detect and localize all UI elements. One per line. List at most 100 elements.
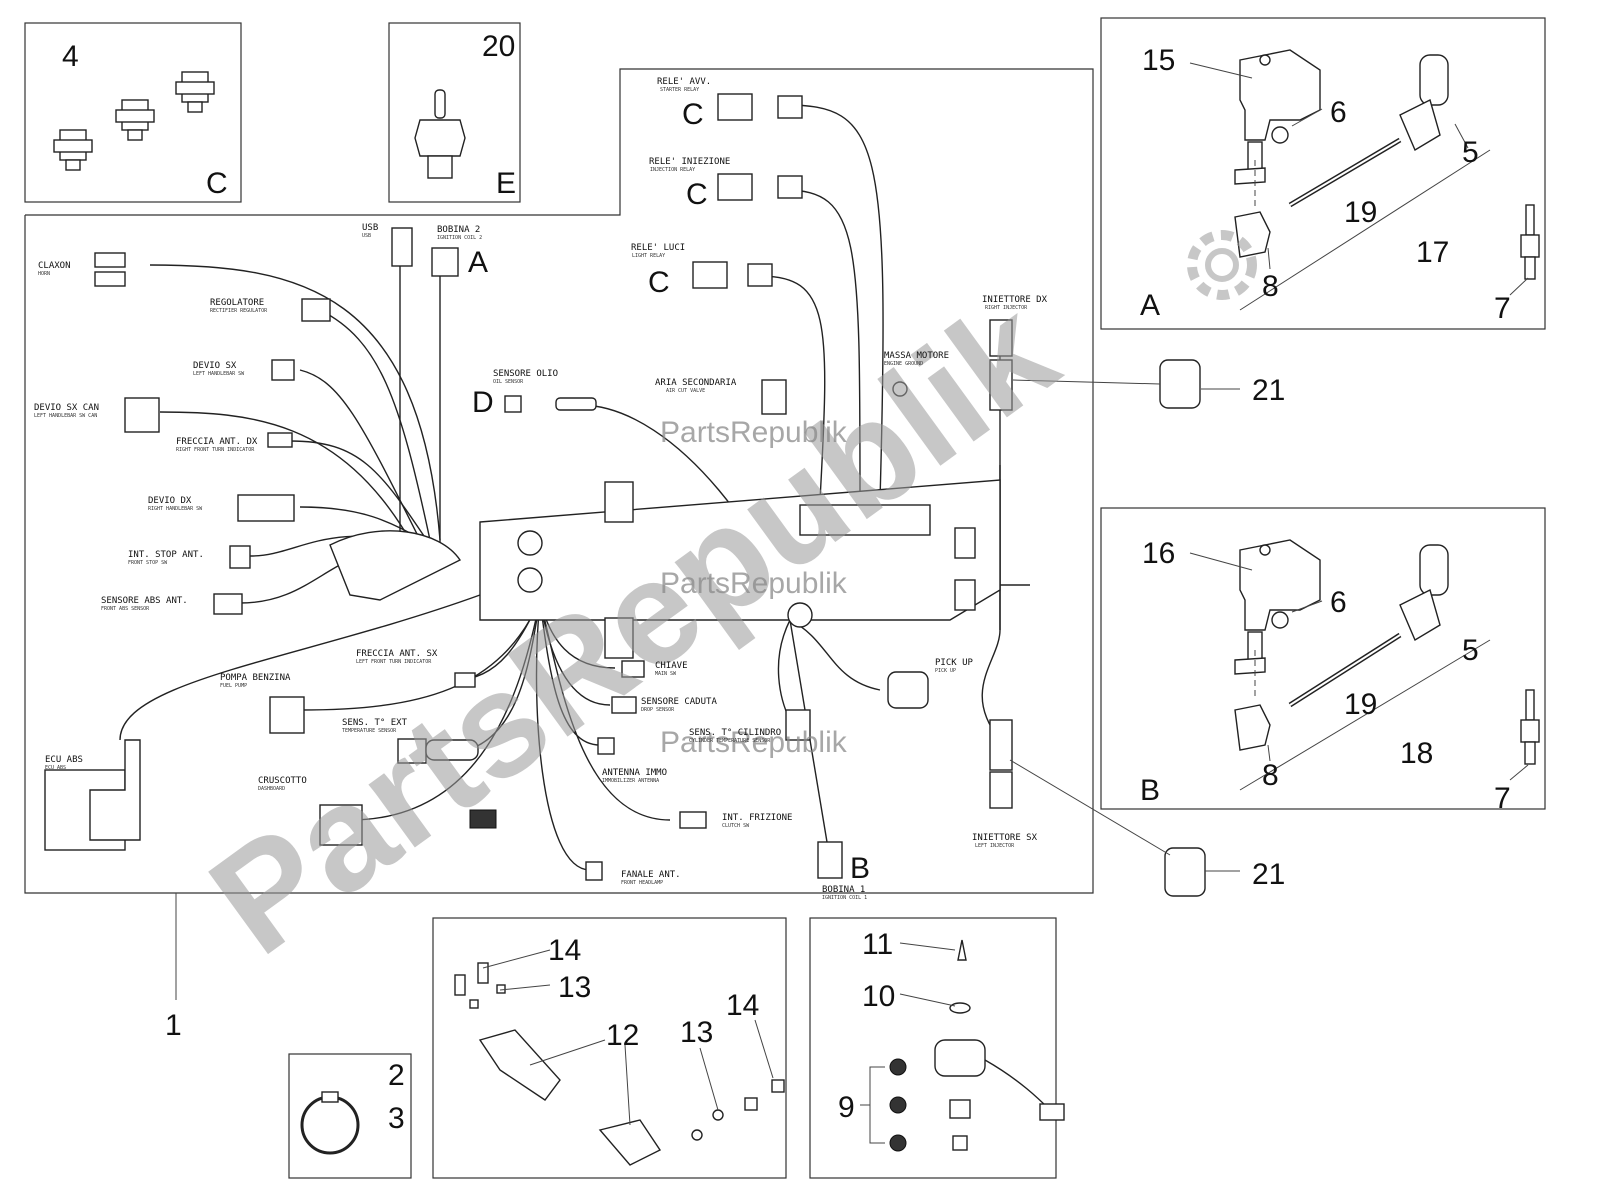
right-injector-boot — [989, 359, 1013, 411]
label-devio-sx-en: LEFT HANDLEBAR SW — [193, 371, 245, 377]
label-ecu-abs-en: ECU ABS — [45, 765, 66, 771]
box-horn-mount — [809, 917, 1057, 1179]
callout-4: 4 — [62, 40, 79, 73]
ignition-coil-b-group — [1234, 539, 1540, 791]
frame-boxes — [24, 17, 1546, 1179]
callout-16: 16 — [1142, 537, 1175, 570]
ignition-coil-1-connector — [817, 841, 843, 879]
air-cut-valve-connector — [761, 379, 787, 415]
dashboard-connector — [319, 804, 363, 846]
engine-ground-lug — [892, 381, 908, 397]
label-int-frizione-en: CLUTCH SW — [722, 823, 750, 829]
spark-plug-cap-part — [1399, 544, 1449, 642]
callout-20: 20 — [482, 30, 515, 63]
letter-box-b: B — [1140, 774, 1160, 807]
label-bobina2: BOBINA 2 — [437, 225, 480, 235]
callout-9: 9 — [838, 1091, 855, 1124]
left-handlebar-sw-can-connector — [124, 397, 160, 433]
label-freccia-ant-sx-en: LEFT FRONT TURN INDICATOR — [356, 659, 432, 665]
watermark-small: PartsRepublik — [660, 567, 848, 600]
label-aria-secondaria-en: AIR CUT VALVE — [666, 388, 705, 394]
callout-7a: 7 — [1494, 292, 1511, 325]
callout-14a: 14 — [548, 934, 581, 967]
callout-19a: 19 — [1344, 196, 1377, 229]
gear-icon — [1187, 230, 1257, 300]
rele-avv-connector — [717, 93, 753, 121]
label-devio-sx-can-en: LEFT HANDLEBAR SW CAN — [34, 413, 97, 419]
label-cruscotto: CRUSCOTTO — [258, 776, 307, 786]
label-claxon-en: HORN — [38, 271, 50, 277]
label-sensore-abs-ant: SENSORE ABS ANT. — [101, 596, 188, 606]
callout-21a: 21 — [1252, 374, 1285, 407]
callout-6a: 6 — [1330, 96, 1347, 129]
label-sensore-caduta-en: DROP SENSOR — [641, 707, 675, 713]
rele-luci-connector — [692, 261, 728, 289]
left-handlebar-sw-connector — [271, 359, 295, 381]
ignition-coil-part — [1234, 539, 1321, 675]
front-headlamp-connector — [585, 861, 603, 881]
left-injector-boot — [989, 719, 1013, 771]
label-iniettore-sx-en: LEFT INJECTOR — [975, 843, 1015, 849]
label-iniettore-dx-en: RIGHT INJECTOR — [985, 305, 1028, 311]
horn-connector — [94, 271, 126, 287]
spark-plug-part — [1520, 204, 1540, 280]
dashboard-sleeve — [469, 809, 497, 829]
front-abs-sensor-connector — [213, 593, 243, 615]
rele-luci-connector — [747, 263, 773, 287]
temperature-sensor-part — [414, 89, 466, 179]
callout-13b: 13 — [680, 1016, 713, 1049]
label-iniettore-sx: INIETTORE SX — [972, 833, 1038, 843]
box-coil-a — [1100, 17, 1546, 330]
label-chiave-en: MAIN SW — [655, 671, 677, 677]
label-pompa-benzina: POMPA BENZINA — [220, 673, 291, 683]
label-fanale-ant: FANALE ANT. — [621, 870, 681, 880]
drop-sensor-connector — [611, 696, 637, 714]
label-fanale-ant-en: FRONT HEADLAMP — [621, 880, 663, 886]
label-usb-en: USB — [362, 233, 371, 239]
label-sens-t-cilindro-en: CYLINDER TEMPERATURE SENSOR — [689, 738, 771, 744]
box-relays-c — [24, 22, 242, 203]
label-freccia-ant-dx: FRECCIA ANT. DX — [176, 437, 258, 447]
relay-parts-group — [53, 71, 215, 171]
label-bobina1-en: IGNITION COIL 1 — [822, 895, 867, 901]
callout-3: 3 — [388, 1102, 405, 1135]
label-sensore-olio-en: OIL SENSOR — [493, 379, 524, 385]
label-antenna-immo: ANTENNA IMMO — [602, 768, 667, 778]
label-iniettore-dx: INIETTORE DX — [982, 295, 1048, 305]
main-sw-connector — [621, 660, 645, 678]
callout-8b: 8 — [1262, 759, 1279, 792]
nut-part — [1271, 611, 1289, 629]
relay-part — [53, 129, 93, 171]
oil-sensor-body — [555, 397, 597, 411]
ext-temperature-sensor-boot — [425, 739, 479, 761]
callout-13a: 13 — [558, 971, 591, 1004]
label-cruscotto-en: DASHBOARD — [258, 786, 285, 792]
boot-part — [1234, 211, 1271, 258]
letter-conn-c1: C — [682, 98, 704, 131]
label-regolatore: REGOLATORE — [210, 298, 264, 308]
label-sens-t-cilindro: SENS. T° CILINDRO — [689, 728, 781, 738]
label-devio-dx: DEVIO DX — [148, 496, 192, 506]
callout-14b: 14 — [726, 989, 759, 1022]
callout-5b: 5 — [1462, 634, 1479, 667]
label-bobina2-en: IGNITION COIL 2 — [437, 235, 482, 241]
right-front-turn-connector — [267, 432, 293, 448]
callout-15: 15 — [1142, 44, 1175, 77]
letter-conn-c2: C — [686, 178, 708, 211]
label-rele-iniezione: RELE' INIEZIONE — [649, 157, 730, 167]
label-sensore-olio: SENSORE OLIO — [493, 369, 558, 379]
label-ecu-abs: ECU ABS — [45, 755, 83, 765]
label-sensore-abs-ant-en: FRONT ABS SENSOR — [101, 606, 150, 612]
connectors — [44, 93, 1013, 881]
callout-5a: 5 — [1462, 136, 1479, 169]
callout-8a: 8 — [1262, 270, 1279, 303]
label-rele-avv: RELE' AVV. — [657, 77, 711, 87]
nut-part — [1271, 126, 1289, 144]
letter-box-a: A — [1140, 289, 1160, 322]
callout-18: 18 — [1400, 737, 1433, 770]
rele-iniezione-connector — [777, 175, 803, 199]
label-pick-up: PICK UP — [935, 658, 974, 668]
label-pick-up-en: PICK UP — [935, 668, 956, 674]
label-rele-avv-en: STARTER RELAY — [660, 87, 699, 93]
